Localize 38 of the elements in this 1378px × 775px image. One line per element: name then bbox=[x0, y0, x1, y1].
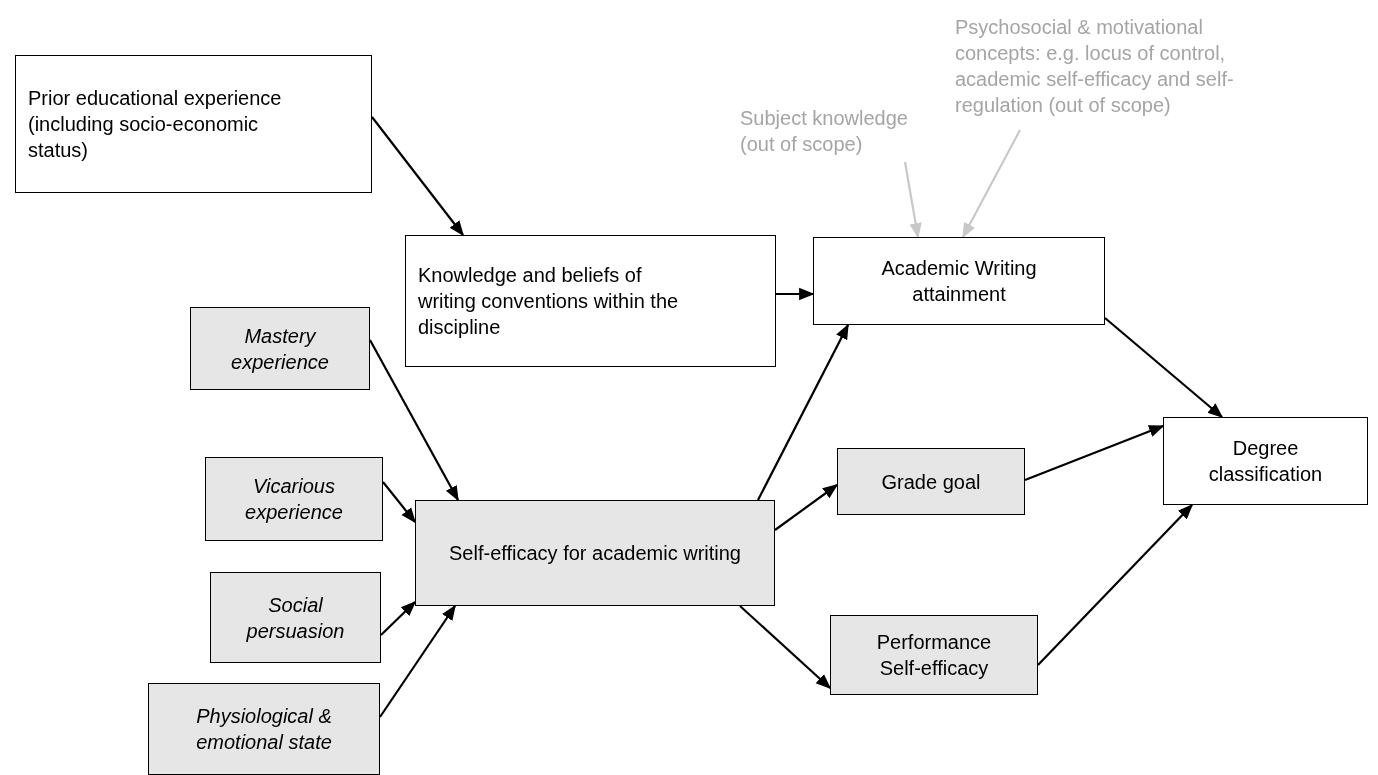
arrow bbox=[903, 161, 922, 239]
arrow bbox=[774, 484, 839, 531]
node-label: Grade goal bbox=[881, 469, 981, 495]
node-label: Self-efficacy for academic writing bbox=[449, 541, 741, 566]
arrow bbox=[962, 129, 1021, 239]
node-label: Performance Self-efficacy bbox=[875, 630, 993, 681]
node-label: Academic Writing attainment bbox=[880, 256, 1038, 307]
process-box bbox=[415, 500, 775, 606]
arrow bbox=[371, 116, 464, 237]
annotation-text: Psychosocial & motivational concepts: e.g. locus of control, academic self-efficacy and self-regulation (out of scope) bbox=[955, 15, 1235, 118]
process-box bbox=[830, 615, 1038, 695]
node-label: Degree classification bbox=[1207, 436, 1324, 487]
node-label: Mastery experience bbox=[230, 323, 330, 375]
process-box bbox=[813, 237, 1105, 325]
arrow bbox=[382, 481, 416, 524]
process-box bbox=[148, 683, 380, 775]
arrow bbox=[776, 287, 815, 301]
node-label: Social persuasion bbox=[245, 592, 346, 644]
node-label: Knowledge and beliefs of writing conventions within the discipline bbox=[418, 263, 680, 340]
process-box bbox=[190, 307, 370, 390]
process-box bbox=[210, 572, 381, 663]
arrow bbox=[757, 323, 849, 501]
process-box bbox=[405, 235, 776, 367]
arrow bbox=[369, 339, 459, 502]
node-label: Prior educational experience (including socio-economic status) bbox=[28, 86, 283, 163]
process-box bbox=[837, 448, 1025, 515]
arrow bbox=[739, 605, 832, 690]
process-box bbox=[205, 457, 383, 541]
process-box bbox=[1163, 417, 1368, 505]
arrow bbox=[379, 604, 456, 718]
arrow bbox=[1024, 424, 1165, 482]
node-label: Vicarious experience bbox=[244, 474, 344, 525]
arrow bbox=[1104, 317, 1224, 418]
annotation-text: Subject knowledge (out of scope) bbox=[740, 106, 909, 157]
arrow bbox=[1037, 503, 1194, 666]
process-box bbox=[15, 55, 372, 193]
arrow bbox=[380, 600, 417, 636]
node-label: Physiological & emotional state bbox=[195, 704, 333, 755]
